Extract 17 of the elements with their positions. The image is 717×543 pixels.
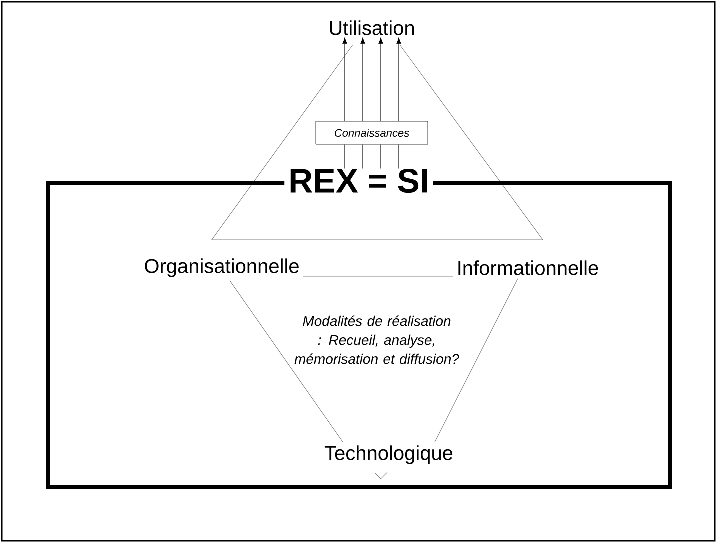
- connector-line: [230, 280, 344, 442]
- connector-line: [398, 144, 400, 170]
- connector-line: [434, 278, 518, 442]
- dimension-text: Technologique: [324, 446, 453, 464]
- note-text: Modalités de réalisation : Recueil, analyse, mémorisation et diffusion?: [294, 316, 460, 364]
- arrow: [396, 38, 402, 122]
- arrow: [342, 38, 348, 122]
- connector-line: [344, 144, 346, 170]
- knowledge-box: Connaissances: [316, 121, 428, 145]
- dimension-text: Informationnelle: [458, 260, 598, 276]
- connector-line: [362, 144, 364, 170]
- dimension-text: Organisationnelle: [145, 258, 299, 278]
- arrow: [360, 38, 366, 122]
- connector-line: [303, 276, 454, 278]
- connector-line: [380, 144, 382, 170]
- arrow: [378, 38, 384, 122]
- heading-text: Utilisation: [330, 20, 414, 36]
